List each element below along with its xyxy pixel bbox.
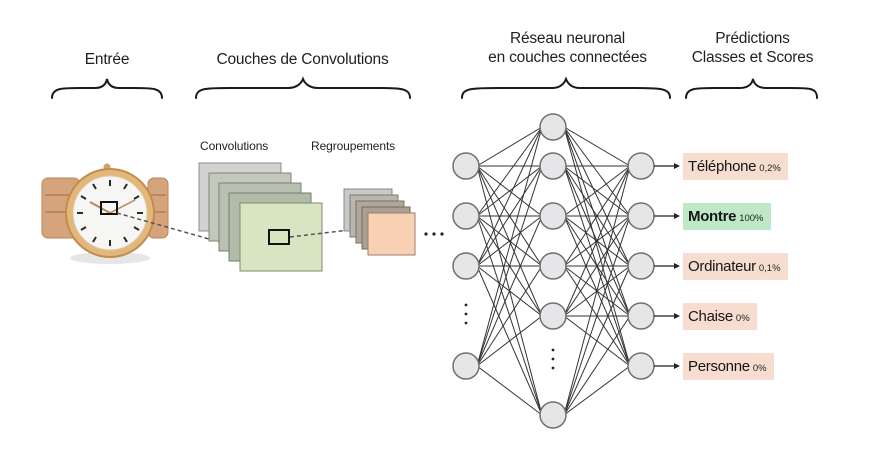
network-edge	[476, 126, 543, 217]
brace-convolution	[195, 76, 411, 99]
network-edge	[476, 215, 543, 367]
network-edge	[563, 165, 631, 267]
prediction-score: 100%	[739, 213, 764, 224]
network-edge	[563, 165, 631, 217]
network-edge	[476, 126, 543, 267]
input-node-2	[452, 202, 480, 230]
network-edge	[563, 265, 631, 416]
network-nodes	[452, 113, 655, 429]
heading-predictions: Prédictions Classes et Scores	[680, 29, 825, 67]
output-node-4	[627, 302, 655, 330]
network-edge	[563, 126, 631, 267]
label-convolutions: Convolutions	[200, 139, 269, 153]
network-edge	[563, 126, 631, 367]
prediction-score: 0%	[752, 363, 767, 374]
brace-network	[461, 76, 671, 99]
network-edge	[476, 365, 543, 416]
watch-icon	[41, 163, 169, 264]
hidden-node-2	[539, 152, 567, 180]
hidden-node-3	[539, 202, 567, 230]
prediction-score: 0,1%	[758, 263, 781, 274]
network-edge	[563, 126, 631, 317]
heading-network-line2: en couches connectées	[488, 49, 647, 66]
pooling-ellipsis	[424, 232, 444, 236]
prediction-score: 0,2%	[759, 163, 781, 174]
network-edge	[476, 165, 543, 267]
network-edges	[476, 126, 631, 416]
network-edge	[476, 215, 543, 267]
hidden-node-1	[539, 113, 567, 141]
input-node-1	[452, 152, 480, 180]
heading-input: Entrée	[84, 51, 130, 68]
hidden-node-5	[539, 302, 567, 330]
network-edge	[563, 126, 631, 167]
arrow-head-icon	[674, 313, 680, 319]
brace-input	[51, 78, 163, 99]
pooling-stack	[343, 188, 416, 256]
network-edge	[563, 215, 631, 317]
network-edge	[476, 165, 543, 367]
prediction-label: Ordinateur	[688, 258, 756, 275]
heading-predictions-line1: Prédictions	[715, 30, 790, 47]
heading-network-line1: Réseau neuronal	[509, 30, 626, 47]
heading-convolution: Couches de Convolutions	[216, 51, 389, 68]
heading-predictions-line2: Classes et Scores	[691, 49, 814, 66]
prediction-score: 0%	[735, 313, 750, 324]
layer-ellipses	[464, 303, 555, 370]
prediction-label: Chaise	[688, 308, 733, 325]
arrow-head-icon	[674, 263, 680, 269]
network-edge	[476, 315, 543, 367]
heading-network: Réseau neuronal en couches connectées	[460, 29, 675, 67]
prediction-label: Téléphone	[688, 158, 757, 175]
prediction-label: Personne	[688, 358, 750, 375]
output-node-2	[627, 202, 655, 230]
output-arrows	[654, 163, 680, 369]
arrow-head-icon	[674, 363, 680, 369]
input-node-3	[452, 252, 480, 280]
network-edge	[563, 165, 631, 416]
brace-predictions	[685, 78, 818, 99]
network-edge	[476, 265, 543, 367]
network-edge	[563, 165, 631, 317]
network-edge	[563, 315, 631, 416]
output-node-1	[627, 152, 655, 180]
network-edge	[563, 215, 631, 416]
prediction-label: Montre	[688, 208, 737, 225]
network-edge	[476, 126, 543, 367]
network-edge	[563, 365, 631, 416]
label-pooling: Regroupements	[311, 139, 396, 153]
output-node-5	[627, 352, 655, 380]
network-edge	[563, 126, 631, 217]
network-edge	[476, 165, 543, 217]
hidden-node-6	[539, 401, 567, 429]
hidden-node-4	[539, 252, 567, 280]
network-edge	[476, 126, 543, 167]
input-node-4	[452, 352, 480, 380]
convolution-stack	[198, 162, 323, 272]
output-node-3	[627, 252, 655, 280]
arrow-head-icon	[674, 163, 680, 169]
arrow-head-icon	[674, 213, 680, 219]
